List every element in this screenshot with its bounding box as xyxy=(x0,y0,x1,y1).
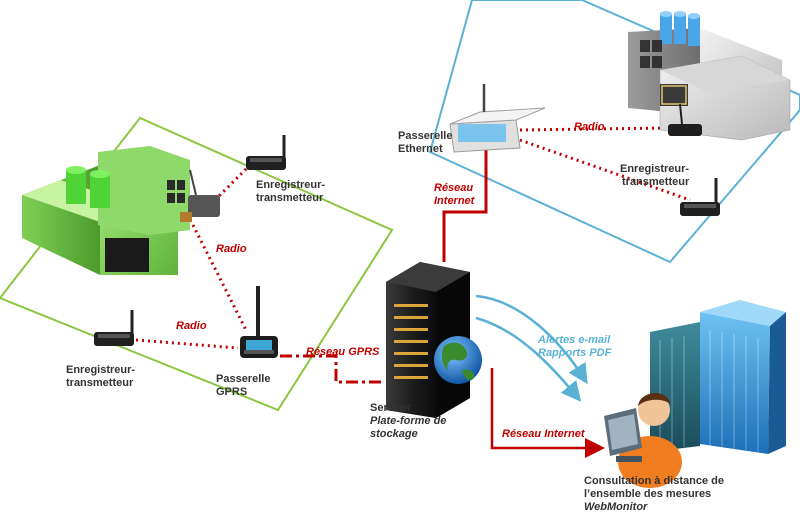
svg-text:transmetteur: transmetteur xyxy=(622,176,690,188)
svg-text:Consultation à distance de: Consultation à distance de xyxy=(584,475,724,487)
globe-icon xyxy=(434,336,482,384)
svg-text:Réseau: Réseau xyxy=(434,182,473,194)
radio-links-left xyxy=(135,163,252,350)
svg-text:Enregistreur-: Enregistreur- xyxy=(620,163,689,175)
svg-text:Internet: Internet xyxy=(434,195,476,207)
gateway-ethernet-icon xyxy=(449,84,546,153)
logger-right-icon xyxy=(680,178,720,216)
svg-text:Ethernet: Ethernet xyxy=(398,143,443,155)
label-radio-left-vertical: Radio xyxy=(216,243,247,255)
logger-left-icon xyxy=(94,310,134,346)
svg-text:Passerelle: Passerelle xyxy=(398,130,452,142)
label-consultation: Consultation à distance de l’ensemble de… xyxy=(584,475,724,513)
factory-green-icon xyxy=(22,146,190,275)
site-left-outline xyxy=(0,116,394,412)
label-network-internet-bottom: Réseau Internet xyxy=(502,428,586,440)
svg-text:stockage: stockage xyxy=(370,428,418,440)
svg-text:GPRS: GPRS xyxy=(216,386,247,398)
svg-text:Enregistreur-: Enregistreur- xyxy=(256,179,325,191)
svg-text:WebMonitor: WebMonitor xyxy=(584,501,648,513)
user-at-computer-icon xyxy=(604,392,682,488)
gateway-gprs-icon xyxy=(240,286,278,358)
label-server: Serveur Plate-forme de stockage xyxy=(370,402,446,440)
alert-arrows xyxy=(475,294,588,402)
svg-text:Serveur: Serveur xyxy=(370,402,412,414)
label-alerts: Alertes e-mail Rapports PDF xyxy=(537,334,612,359)
network-link-internet-bottom xyxy=(490,368,605,458)
label-logger-right: Enregistreur- transmetteur xyxy=(620,163,690,188)
label-gateway-gprs: Passerelle GPRS xyxy=(216,373,270,398)
logger-on-grey-factory-icon xyxy=(668,103,702,136)
factory-grey-icon xyxy=(628,11,791,141)
svg-text:transmetteur: transmetteur xyxy=(256,192,324,204)
label-gateway-ethernet: Passerelle Ethernet xyxy=(398,130,452,155)
svg-text:transmetteur: transmetteur xyxy=(66,377,134,389)
network-link-gprs xyxy=(280,354,385,384)
svg-text:Plate-forme de: Plate-forme de xyxy=(370,415,446,427)
office-building-icon xyxy=(650,300,786,454)
svg-text:Alertes e-mail: Alertes e-mail xyxy=(537,334,611,346)
label-radio-right: Radio xyxy=(574,121,605,133)
radio-links-right xyxy=(519,126,691,202)
label-logger-left: Enregistreur- transmetteur xyxy=(66,364,135,389)
label-network-gprs: Réseau GPRS xyxy=(306,346,380,358)
site-right-outline xyxy=(428,0,800,264)
svg-text:Passerelle: Passerelle xyxy=(216,373,270,385)
logger-on-factory-icon xyxy=(180,169,220,222)
server-rack-icon xyxy=(386,262,470,418)
label-network-internet-top: Réseau Internet xyxy=(434,182,476,207)
logger-top-left-icon xyxy=(246,135,286,170)
svg-text:Rapports PDF: Rapports PDF xyxy=(538,347,612,359)
network-link-internet-top xyxy=(442,150,488,262)
label-logger-top-left: Enregistreur- transmetteur xyxy=(256,179,325,204)
label-radio-left-horizontal: Radio xyxy=(176,320,207,332)
svg-text:Enregistreur-: Enregistreur- xyxy=(66,364,135,376)
svg-text:l’ensemble des mesures: l’ensemble des mesures xyxy=(584,488,711,500)
